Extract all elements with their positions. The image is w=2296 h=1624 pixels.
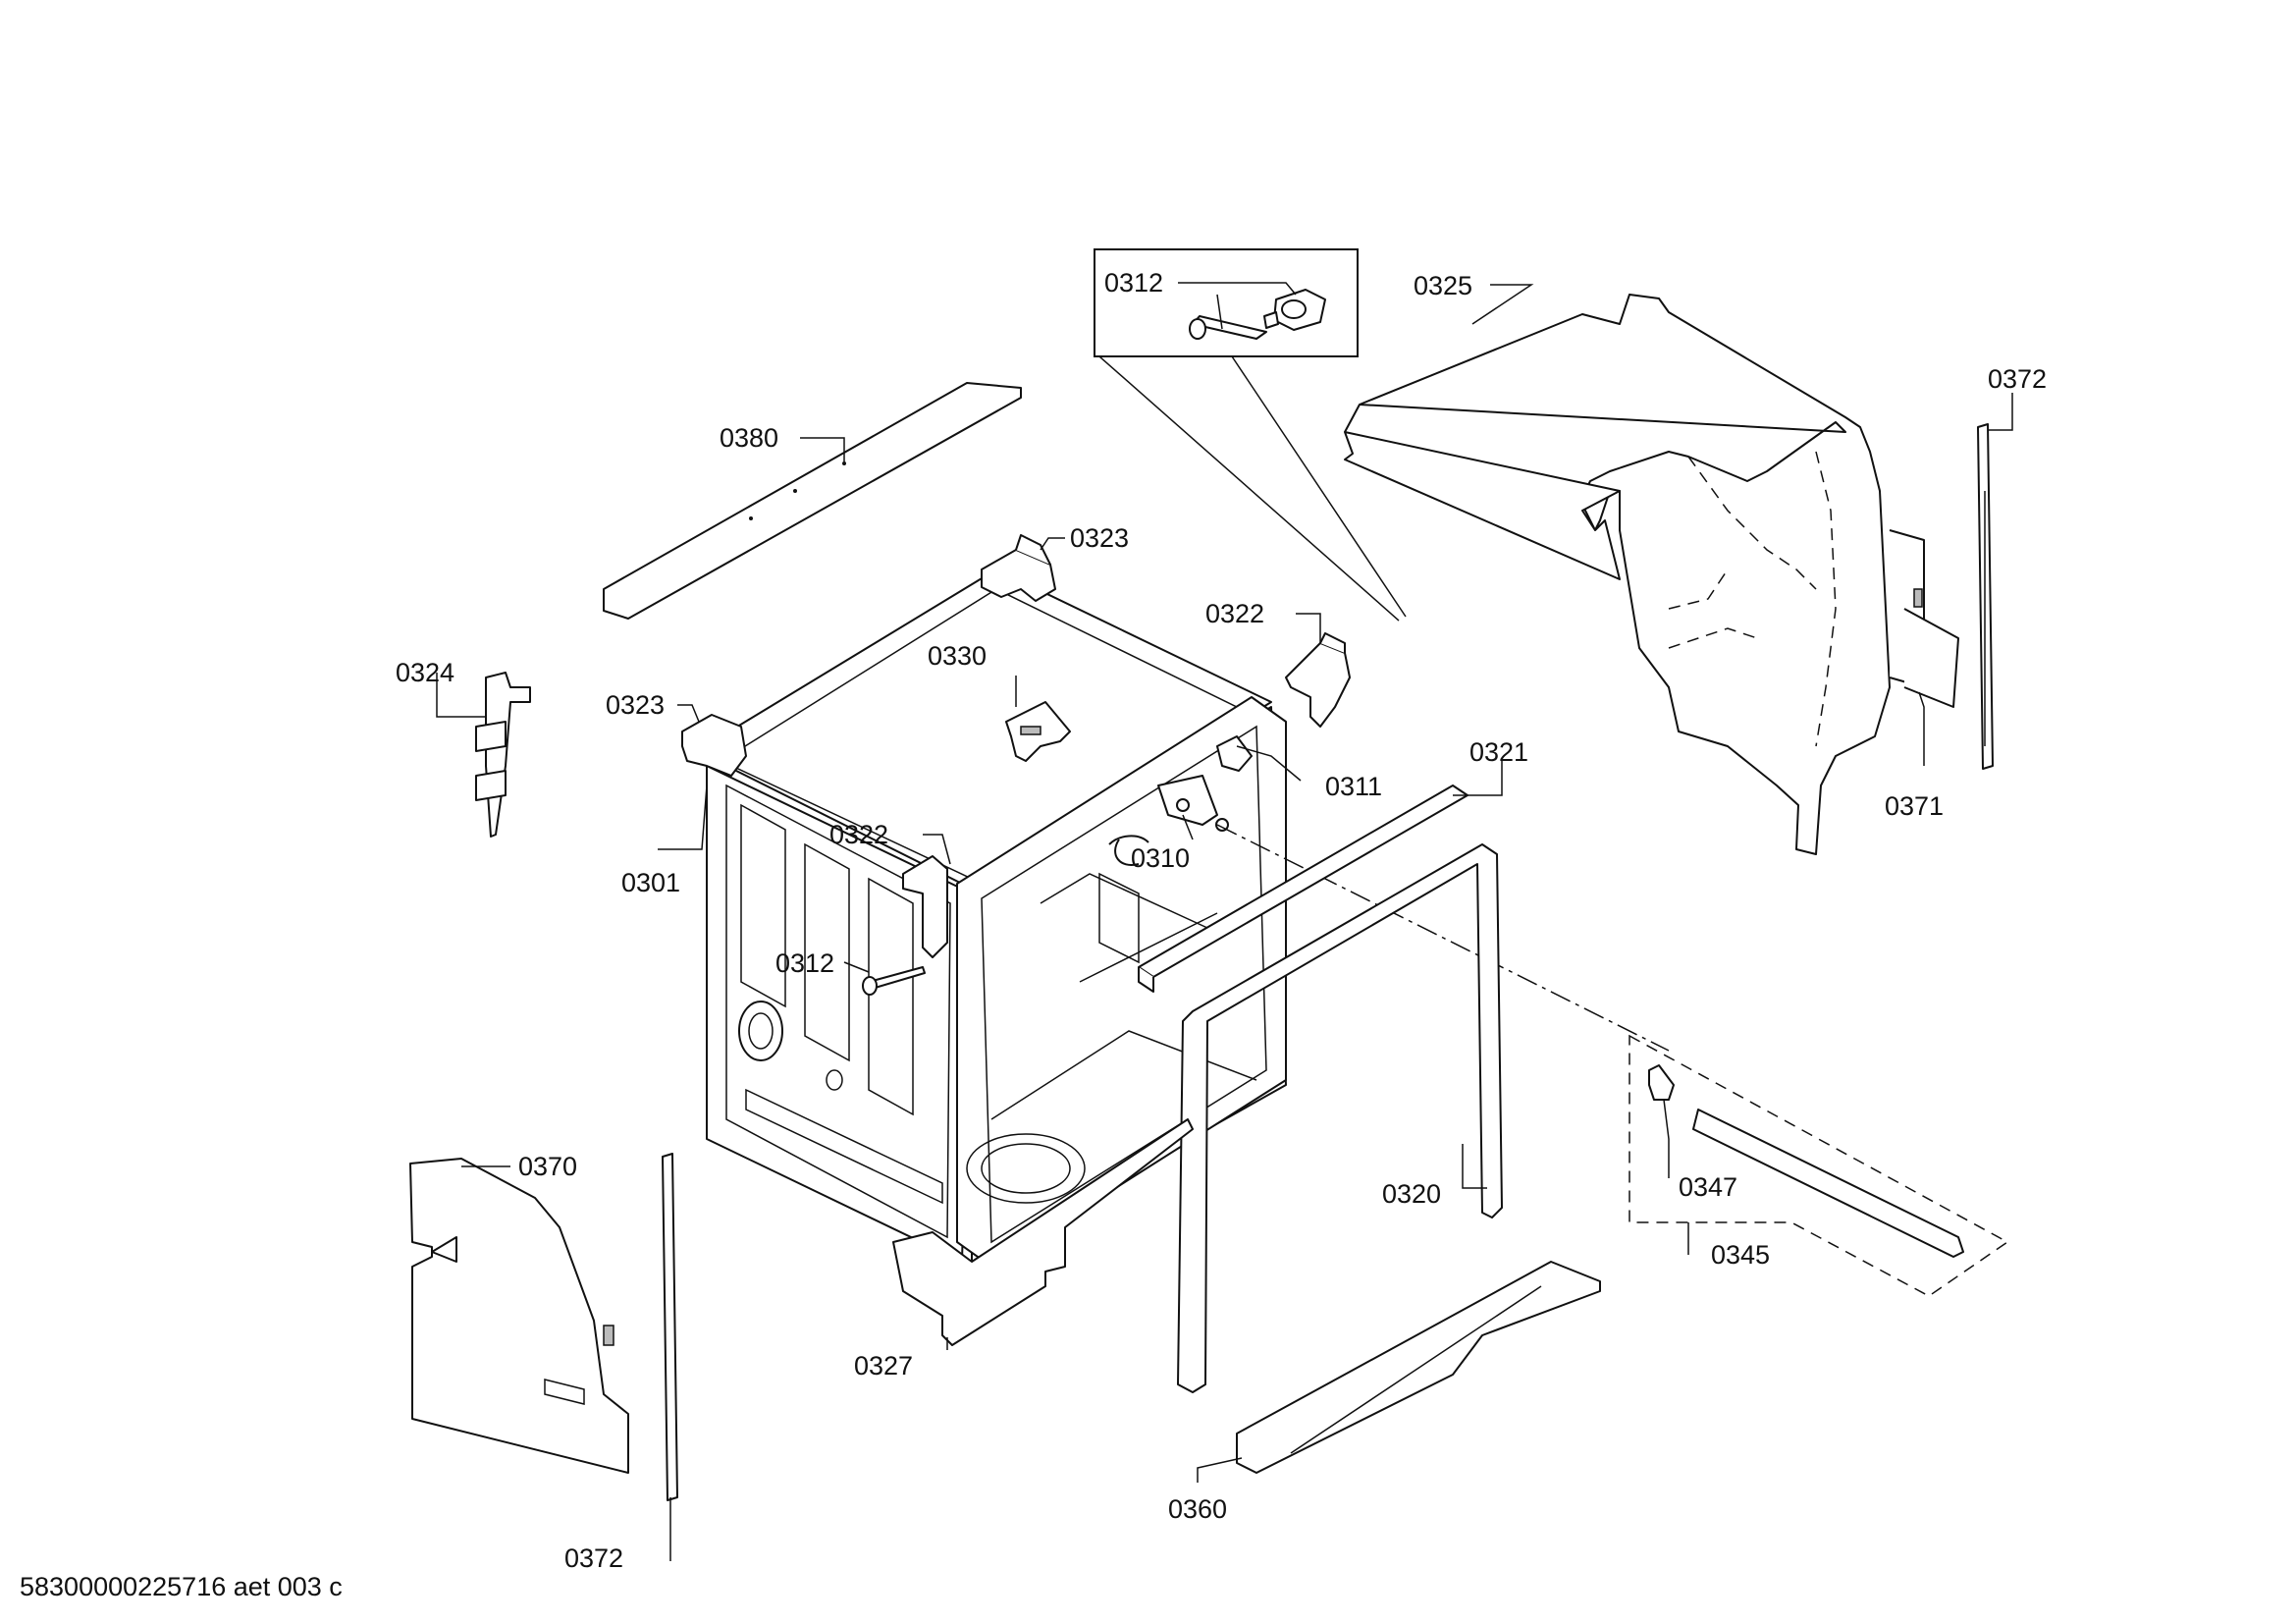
leader-lines (436, 282, 2013, 1561)
label-0311: 0311 (1325, 772, 1382, 801)
drawing-id: 58300000225716 aet 003 c (20, 1572, 343, 1601)
label-0347: 0347 (1679, 1172, 1737, 1202)
part-0311-part-0310-hinges (1157, 735, 1253, 832)
part-0372-right-strip (1977, 423, 1994, 770)
part-0323-top-bracket (981, 534, 1056, 602)
part-0322-mid-bracket (902, 855, 948, 958)
inset-detail-0312 (1094, 248, 1407, 622)
part-0327-base (892, 1118, 1194, 1346)
label-0312-inset: 0312 (1104, 268, 1163, 298)
part-0322-top-bracket (1285, 632, 1351, 728)
label-0320: 0320 (1382, 1179, 1441, 1209)
label-0330: 0330 (928, 641, 987, 671)
part-0323-left-bracket (681, 714, 747, 777)
part-0372-bottom-strip (662, 1153, 678, 1501)
label-0371: 0371 (1885, 791, 1944, 821)
label-0310: 0310 (1131, 843, 1190, 873)
label-0322-top: 0322 (1205, 599, 1264, 628)
part-0330-latch (1005, 701, 1071, 762)
part-0320-door-seal (1177, 843, 1503, 1393)
label-0370: 0370 (518, 1152, 577, 1181)
label-0321: 0321 (1469, 737, 1528, 767)
part-0345-rail-group (1629, 1034, 2009, 1297)
part-0370-side-panel (409, 1158, 629, 1474)
label-0301: 0301 (621, 868, 680, 897)
label-0325: 0325 (1414, 271, 1472, 300)
label-0327: 0327 (854, 1351, 913, 1380)
label-0345: 0345 (1711, 1240, 1770, 1270)
assembly-axis-line (1216, 824, 1670, 1052)
label-0322-mid: 0322 (829, 820, 888, 849)
label-0323-top: 0323 (1070, 523, 1129, 553)
part-0312-mid-screw (862, 966, 926, 996)
label-0360: 0360 (1168, 1494, 1227, 1524)
part-0360-lower-strip (1236, 1261, 1601, 1474)
label-0312-mid: 0312 (775, 948, 834, 978)
part-0380-top-panel (603, 382, 1022, 620)
label-0324: 0324 (396, 658, 454, 687)
label-0380: 0380 (720, 423, 778, 453)
part-0325-top-cover (1344, 294, 1959, 855)
label-0323-left: 0323 (606, 690, 665, 720)
label-0372-bottom: 0372 (564, 1543, 623, 1573)
label-0372-right: 0372 (1988, 364, 2047, 394)
part-0324-hinge (475, 672, 531, 838)
part-labels: 0312 0325 0372 0380 0323 0322 0330 0324 … (20, 268, 2047, 1601)
